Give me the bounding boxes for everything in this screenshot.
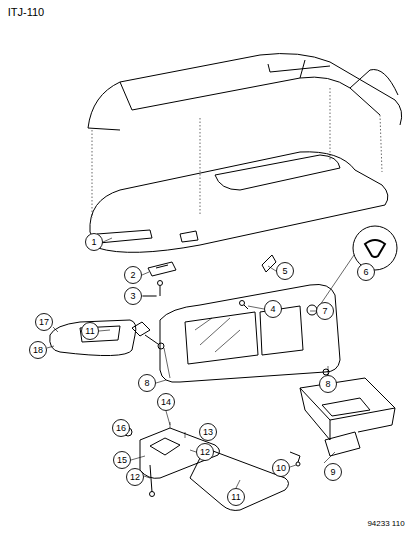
callout-circle	[158, 394, 175, 411]
callout-circle	[30, 342, 47, 359]
callout-number: 8	[144, 379, 149, 388]
callout-number: 12	[200, 448, 210, 457]
callout-circle	[197, 444, 214, 461]
callout-number: 12	[130, 473, 140, 482]
callout-number: 7	[322, 307, 327, 316]
callout-circle	[320, 376, 337, 393]
callout-circle	[317, 303, 334, 320]
callout-circle	[200, 424, 217, 441]
callout-circle	[228, 489, 245, 506]
callout-number: 16	[116, 424, 126, 433]
callout-number: 10	[276, 464, 286, 473]
callout-number: 3	[130, 292, 135, 301]
callout-circle	[139, 375, 156, 392]
callout-number: 11	[231, 493, 240, 502]
callout-number: 8	[325, 380, 330, 389]
callout-circle	[82, 323, 99, 340]
callout-number: 11	[85, 327, 94, 336]
callout-number: 15	[117, 456, 127, 465]
callout-circle	[325, 464, 342, 481]
callout-number: 6	[363, 268, 368, 277]
callout-circle	[86, 234, 103, 251]
callout-circle	[265, 301, 282, 318]
callout-circle	[36, 314, 53, 331]
callout-number: 4	[270, 305, 275, 314]
callout-circle	[113, 420, 130, 437]
callout-number: 18	[33, 346, 43, 355]
callout-number: 5	[282, 267, 287, 276]
callout-circle	[125, 267, 142, 284]
callout-circle	[127, 469, 144, 486]
callout-circle	[358, 264, 375, 281]
callout-circle	[277, 263, 294, 280]
figure-code: ITJ-110	[8, 7, 44, 18]
callout-number: 1	[91, 238, 96, 247]
callout-number: 13	[203, 428, 213, 437]
callout-circle	[114, 452, 131, 469]
callout-number: 17	[39, 318, 49, 327]
callout-number: 2	[130, 271, 135, 280]
callout-circle	[273, 460, 290, 477]
callout-number: 9	[330, 468, 335, 477]
callout-circle	[125, 288, 142, 305]
drawing-number: 94233 110	[367, 520, 404, 528]
callout-number: 14	[161, 398, 171, 407]
